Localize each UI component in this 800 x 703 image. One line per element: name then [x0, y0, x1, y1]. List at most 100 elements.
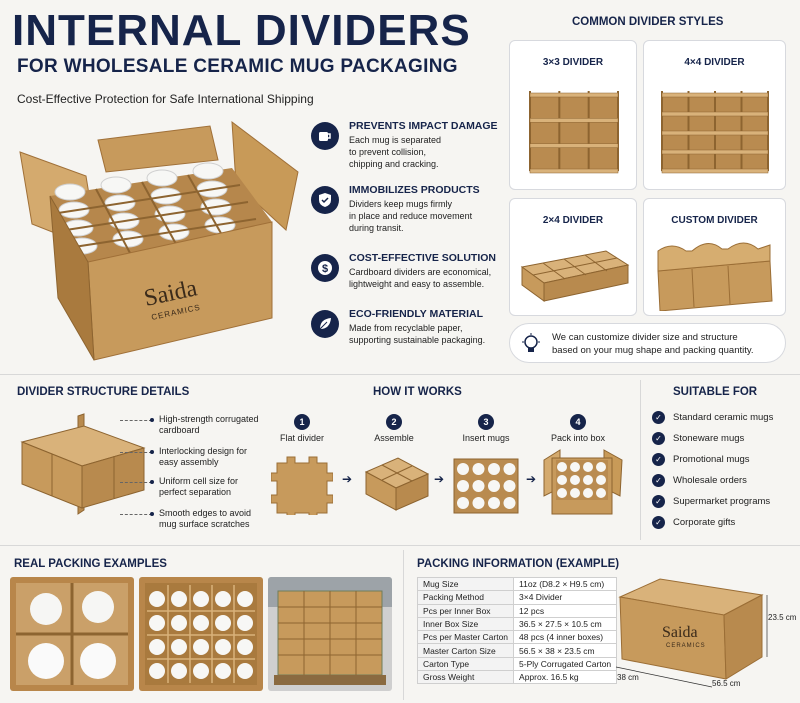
- feature-text: lightweight and easy to assemble.: [349, 279, 485, 289]
- how-heading: HOW IT WORKS: [373, 386, 462, 398]
- style-card-label: 3×3 DIVIDER: [542, 57, 604, 68]
- feature-text: to prevent collision,: [349, 147, 427, 157]
- packing-value: 48 pcs (4 inner boxes): [513, 630, 618, 645]
- step-label: Pack into box: [550, 433, 606, 443]
- divider-4x4-icon: [661, 91, 769, 174]
- hero-box-illustration: Saida CERAMICS: [19, 120, 299, 361]
- pack-box-icon: [543, 449, 623, 515]
- example-photo-3: [268, 577, 392, 691]
- arrow-right-icon: ➔: [342, 472, 353, 486]
- feature-title: IMMOBILIZES PRODUCTS: [349, 184, 480, 196]
- step-label: Insert mugs: [462, 433, 510, 443]
- insert-mugs-icon: [453, 458, 519, 514]
- divider-custom-icon: [657, 242, 773, 311]
- shield-icon: [311, 186, 339, 214]
- example-photo-2: [139, 577, 263, 691]
- flat-divider-icon: [271, 456, 333, 515]
- style-card-label: CUSTOM DIVIDER: [671, 215, 758, 226]
- style-card-label: 2×4 DIVIDER: [542, 215, 604, 226]
- step-number: 1: [294, 414, 310, 430]
- suitable-item: ✓ Corporate gifts: [652, 512, 773, 533]
- style-card-label: 4×4 DIVIDER: [684, 57, 745, 68]
- packing-key: Gross Weight: [416, 670, 515, 685]
- callout-dot: [150, 450, 154, 454]
- dim-depth: 38 cm: [617, 673, 639, 682]
- mugs-in-dividers: [54, 162, 257, 255]
- feature-text: Dividers keep mugs firmly: [349, 199, 453, 209]
- callout-line: [120, 452, 152, 453]
- feature-title: ECO-FRIENDLY MATERIAL: [349, 308, 483, 320]
- feature-text: chipping and cracking.: [349, 159, 439, 169]
- packing-value: 11oz (D8.2 × H9.5 cm): [513, 576, 618, 592]
- svg-text:$: $: [322, 263, 328, 275]
- suitable-item-label: Corporate gifts: [673, 517, 736, 528]
- suitable-item-label: Promotional mugs: [673, 454, 750, 465]
- divider-line: [640, 380, 641, 540]
- divider-line: [0, 545, 800, 546]
- callout-text: Uniform cell size for: [159, 476, 239, 486]
- packing-value: 56.5 × 38 × 23.5 cm: [513, 643, 618, 658]
- step-number: 3: [478, 414, 494, 430]
- packing-key: Packing Method: [416, 590, 515, 605]
- feature-text: Each mug is separated: [349, 135, 442, 145]
- custom-note: We can customize divider size and struct…: [509, 323, 786, 363]
- feature-text: supporting sustainable packaging.: [349, 335, 486, 345]
- check-icon: ✓: [652, 411, 665, 424]
- callout-text: perfect separation: [159, 487, 232, 497]
- check-icon: ✓: [652, 474, 665, 487]
- suitable-list: ✓Standard ceramic mugs✓Stoneware mugs✓Pr…: [652, 407, 773, 533]
- examples-heading: REAL PACKING EXAMPLES: [14, 558, 167, 570]
- packing-key: Pcs per Inner Box: [416, 603, 515, 618]
- suitable-item-label: Stoneware mugs: [673, 433, 745, 444]
- callout-text: Interlocking design for: [159, 446, 248, 456]
- dollar-icon: $: [311, 254, 339, 282]
- style-card-custom: CUSTOM DIVIDER: [643, 198, 786, 316]
- divider-3x3-icon: [529, 91, 619, 174]
- assemble-icon: [364, 457, 430, 511]
- leaf-icon: [311, 310, 339, 338]
- suitable-item-label: Supermarket programs: [673, 496, 771, 507]
- custom-note-line-1: We can customize divider size and struct…: [552, 332, 738, 343]
- check-icon: ✓: [652, 516, 665, 529]
- feature-text: during transit.: [349, 223, 404, 233]
- styles-heading: COMMON DIVIDER STYLES: [572, 16, 724, 28]
- feature-title: COST-EFFECTIVE SOLUTION: [349, 252, 497, 264]
- tagline: Cost-Effective Protection for Safe Inter…: [17, 92, 314, 106]
- dim-height: 23.5 cm: [768, 613, 797, 622]
- callout-line: [120, 482, 152, 483]
- divider-line: [403, 550, 404, 700]
- suitable-heading: SUITABLE FOR: [673, 386, 758, 398]
- feature-text: in place and reduce movement: [349, 211, 473, 221]
- packing-value: 3×4 Divider: [513, 590, 618, 605]
- mug-icon: [311, 122, 339, 150]
- packing-key: Mug Size: [416, 576, 515, 592]
- packing-heading: PACKING INFORMATION (EXAMPLE): [417, 558, 620, 570]
- callout-dot: [150, 480, 154, 484]
- suitable-item-label: Standard ceramic mugs: [673, 412, 774, 423]
- packing-key: Pcs per Master Carton: [416, 630, 515, 645]
- lightbulb-icon: [522, 333, 540, 352]
- suitable-item: ✓Wholesale orders: [652, 470, 773, 491]
- packing-key: Master Carton Size: [416, 643, 515, 658]
- page-subtitle: FOR WHOLESALE CERAMIC MUG PACKAGING: [17, 56, 458, 77]
- suitable-item: ✓Promotional mugs: [652, 449, 773, 470]
- packing-value: 5-Ply Corrugated Carton: [513, 656, 618, 672]
- divider-2x4-icon: [520, 250, 630, 302]
- check-icon: ✓: [652, 495, 665, 508]
- step-number: 2: [386, 414, 402, 430]
- feature-title: PREVENTS IMPACT DAMAGE: [349, 120, 498, 132]
- suitable-item: ✓Stoneware mugs: [652, 428, 773, 449]
- carton-brand-sub: CERAMICS: [666, 643, 706, 649]
- callout-text: High-strength corrugated: [159, 414, 259, 424]
- step-label: Flat divider: [279, 433, 324, 443]
- divider-structure-illustration: [20, 413, 146, 515]
- feature-text: Made from recyclable paper,: [349, 323, 463, 333]
- feature-text: Cardboard dividers are economical,: [349, 267, 492, 277]
- callout-text: mug surface scratches: [159, 519, 250, 529]
